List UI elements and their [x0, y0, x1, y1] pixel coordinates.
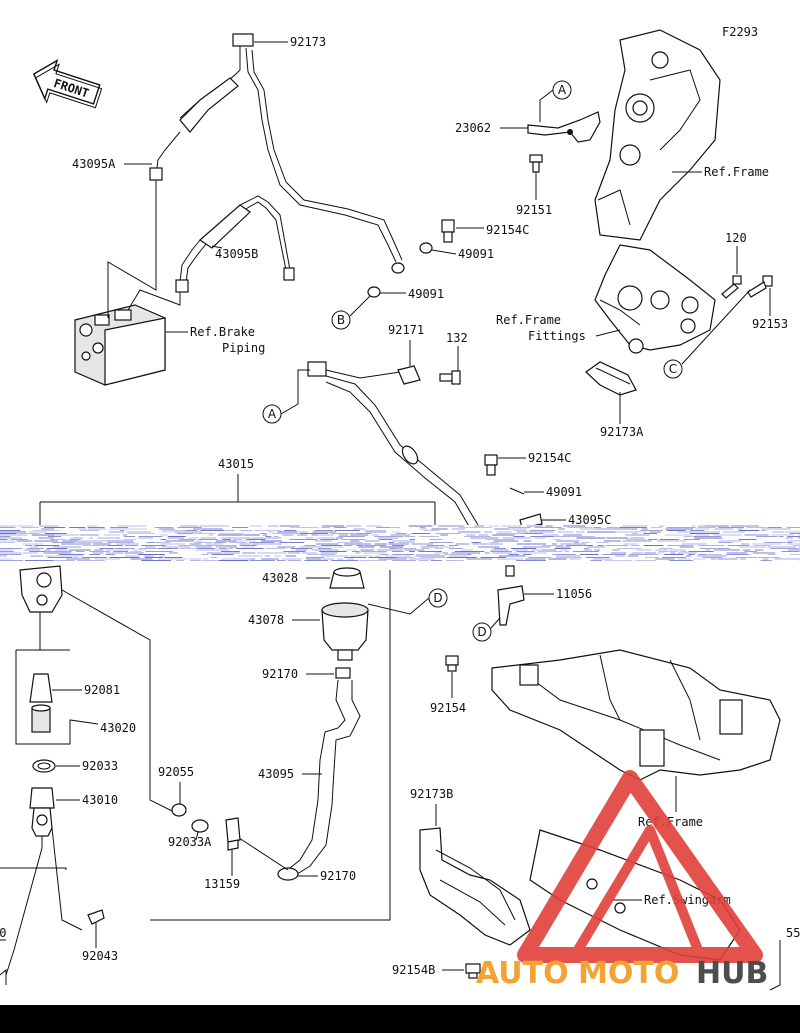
bracket-23062 [527, 111, 601, 143]
clamp-92173B [419, 827, 531, 946]
watermark-auto: AUTO [476, 956, 569, 991]
bolt-92153 [747, 275, 773, 298]
clamp-92173A [585, 361, 637, 396]
pipe-fitting [232, 33, 254, 47]
bottom-black-bar [0, 1005, 800, 1033]
label-92173: 92173 [290, 35, 326, 49]
bolt-92151 [529, 154, 543, 173]
svg-text:A: A [558, 83, 567, 97]
label-92154B: 92154B [392, 963, 435, 977]
label-92151: 92151 [516, 203, 552, 217]
label-92154C-mid: 92154C [528, 451, 571, 465]
svg-text:B: B [337, 313, 345, 327]
label-right-cut: 55 [786, 926, 800, 940]
ref-brake-piping-1: Ref.Brake [190, 325, 255, 339]
label-92033A: 92033A [168, 835, 212, 849]
svg-text:D: D [477, 625, 486, 639]
label-43028: 43028 [262, 571, 298, 585]
watermark-hub: HUB [696, 956, 768, 991]
boot-92081 [29, 673, 53, 733]
washer [419, 242, 433, 254]
reservoir-43078 [321, 602, 369, 661]
brake-pipe-43095B [175, 195, 295, 293]
label-92043: 92043 [82, 949, 118, 963]
circlip-92033A [191, 819, 209, 833]
callout-D-mid [472, 622, 492, 642]
watermark-moto: MOTO [578, 956, 679, 991]
ref-frame-fittings-2: Fittings [528, 329, 586, 343]
ref-frame-fittings-1: Ref.Frame [496, 313, 561, 327]
banjo-bolt-top [441, 219, 455, 243]
callout-B [331, 310, 351, 330]
reservoir-cap-43028 [329, 567, 365, 589]
pin-92043 [87, 909, 105, 925]
svg-text:D: D [433, 591, 442, 605]
label-120: 120 [725, 231, 747, 245]
label-43010: 43010 [82, 793, 118, 807]
label-49091-c: 49091 [546, 485, 582, 499]
label-92170-b: 92170 [320, 869, 356, 883]
circlip-92033 [32, 759, 56, 773]
label-43095: 43095 [258, 767, 294, 781]
label-92153: 92153 [752, 317, 788, 331]
fitting-13159 [225, 817, 241, 851]
label-43015: 43015 [218, 457, 254, 471]
bolt-120 [721, 275, 742, 299]
label-92033: 92033 [82, 759, 118, 773]
label-11056: 11056 [556, 587, 592, 601]
label-left-cut: 50 [0, 926, 6, 940]
clamp-92170-a [335, 667, 351, 679]
master-cylinder [19, 565, 63, 613]
bolt-92154B [465, 963, 481, 979]
bolt-132 [439, 370, 461, 385]
label-92055: 92055 [158, 765, 194, 779]
ref-frame-top: Ref.Frame [704, 165, 769, 179]
label-132: 132 [446, 331, 468, 345]
hose-sleeve-b [199, 204, 251, 249]
label-92173A: 92173A [600, 425, 644, 439]
label-43078: 43078 [248, 613, 284, 627]
label-49091-b: 49091 [408, 287, 444, 301]
banjo-bolt-mid [484, 454, 498, 476]
ref-brake-piping-2: Piping [222, 341, 265, 355]
scan-artifact-band [0, 525, 800, 563]
callout-C [663, 359, 683, 379]
svg-text:C: C [669, 362, 677, 376]
pushrod-43010 [29, 787, 55, 837]
label-43095C: 43095C [568, 513, 611, 527]
front-arrow-icon: FRONT [32, 59, 103, 109]
abs-unit [74, 304, 166, 386]
frame-upper-right [594, 29, 721, 241]
label-92173B: 92173B [410, 787, 453, 801]
bracket-11056 [497, 565, 525, 626]
reservoir-hose-43095 [277, 679, 361, 881]
label-23062: 23062 [455, 121, 491, 135]
frame-lower [491, 649, 781, 781]
bolt-92154 [445, 655, 459, 672]
label-13159: 13159 [204, 877, 240, 891]
figure-code: F2293 [722, 25, 758, 39]
label-43095B: 43095B [215, 247, 258, 261]
label-92171: 92171 [388, 323, 424, 337]
label-49091-a: 49091 [458, 247, 494, 261]
brake-hose-center [307, 361, 479, 529]
label-43095A: 43095A [72, 157, 116, 171]
label-92154: 92154 [430, 701, 466, 715]
label-92154C-top: 92154C [486, 223, 529, 237]
brake-pipe-upper [149, 33, 403, 263]
hose-sleeve [179, 77, 239, 133]
frame-fittings [594, 244, 716, 354]
svg-text:A: A [268, 407, 277, 421]
pipe-end [149, 167, 163, 181]
label-43020: 43020 [100, 721, 136, 735]
oring-92055 [171, 803, 187, 817]
bracket-92171 [397, 365, 421, 385]
automotohub-watermark: AUTO MOTO HUB [476, 770, 768, 991]
label-92081: 92081 [84, 683, 120, 697]
label-92170-a: 92170 [262, 667, 298, 681]
